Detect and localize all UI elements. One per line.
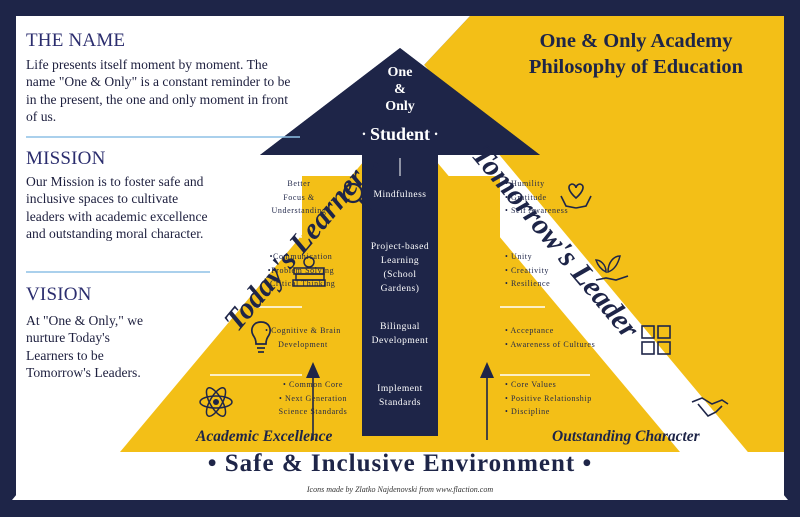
icon-credit: Icons made by Zlatko Najdenovski from ww…	[306, 485, 494, 494]
base-label: • Safe & Inclusive Environment •	[207, 450, 593, 477]
level-1-center: Mindfulness	[373, 190, 427, 200]
title-line-2: Philosophy of Education	[528, 56, 744, 78]
heading-mission: MISSION	[26, 148, 106, 169]
lightbulb-icon	[251, 321, 271, 353]
title-line-1: One & Only Academy	[539, 30, 733, 52]
handshake-icon	[691, 397, 729, 417]
academic-excellence-label: Academic Excellence	[196, 428, 333, 445]
level-2-left: •Communication•Problem Solving•Critical …	[266, 252, 336, 288]
text-name: Life presents itself moment by moment. T…	[26, 57, 291, 125]
magnifier-icon	[342, 182, 373, 213]
apex-and: &	[394, 82, 406, 97]
heading-vision: VISION	[26, 284, 92, 305]
atom-icon	[199, 387, 233, 417]
plant-hand-icon	[594, 255, 629, 281]
linked-hands-icon	[641, 325, 671, 355]
heading-name: THE NAME	[26, 30, 126, 51]
text-vision: At "One & Only," we nurture Today's Lear…	[26, 313, 144, 381]
heart-hands-icon	[560, 183, 592, 209]
level-4-right: • Core Values• Positive Relationship• Di…	[505, 380, 592, 416]
student-label: • Student •	[362, 124, 438, 144]
books-apple-icon	[292, 256, 326, 287]
level-2-right: • Unity• Creativity• Resilience	[505, 252, 551, 288]
outstanding-character-label: Outstanding Character	[552, 428, 700, 445]
apex-only: Only	[385, 99, 415, 114]
level-1-right: • Humility• Gratitude• Self Awareness	[505, 179, 569, 215]
apex-one: One	[387, 65, 413, 80]
level-3-right: • Acceptance• Awareness of Cultures	[505, 326, 596, 349]
text-mission: Our Mission is to foster safe and inclus…	[26, 174, 208, 242]
